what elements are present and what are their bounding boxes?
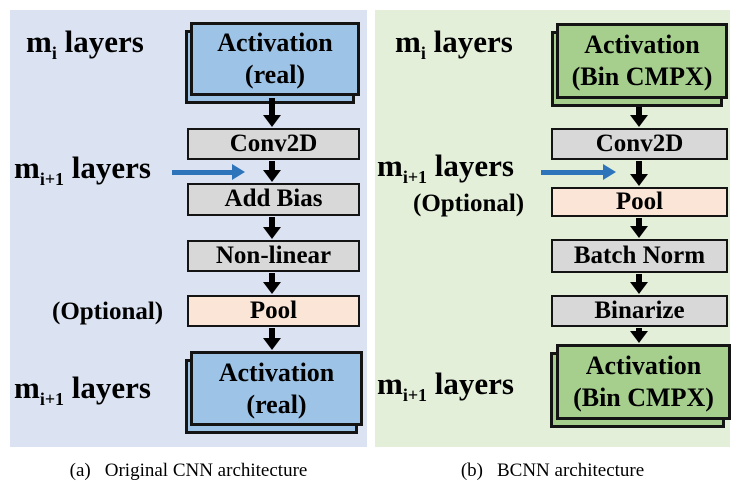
label-text: layers: [425, 24, 513, 59]
node-label: Pool: [249, 296, 298, 324]
panel-original-cnn: mi layers Activation (real) Conv2D mi+1 …: [10, 10, 367, 447]
optional-label: (Optional): [413, 190, 524, 218]
label-text: m: [377, 366, 403, 401]
binarize-node: Binarize: [551, 295, 728, 327]
label-text: (Optional): [52, 298, 164, 325]
non-linear-node: Non-linear: [187, 240, 360, 272]
label-text: (Optional): [413, 190, 525, 217]
activation-real-output-node: Activation (real): [190, 351, 363, 426]
down-arrow: [630, 107, 648, 127]
add-bias-node: Add Bias: [187, 183, 360, 216]
label-text: layers: [427, 148, 514, 183]
mi-layers-label: mi layers: [395, 24, 513, 62]
mi1-layers-label: mi+1 layers: [14, 150, 151, 188]
down-arrow: [630, 328, 648, 343]
pool-node: Pool: [187, 295, 360, 327]
node-label: (Bin CMPX): [571, 62, 713, 91]
node-label: (real): [244, 60, 306, 89]
blue-pointer-arrow: [172, 164, 245, 180]
conv2d-node: Conv2D: [187, 128, 360, 160]
caption-text: BCNN architecture: [496, 460, 645, 481]
pool-node: Pool: [551, 187, 728, 217]
panel-bcnn: mi layers Activation (Bin CMPX) Conv2D m…: [375, 10, 731, 447]
optional-label: (Optional): [52, 298, 163, 326]
subscript: i: [51, 43, 57, 64]
subscript: i+1: [402, 385, 428, 406]
node-label: (real): [246, 389, 307, 419]
mi-layers-label: mi layers: [26, 24, 144, 62]
node-label: Binarize: [594, 296, 685, 324]
down-arrow: [630, 218, 648, 238]
caption-b: (b) BCNN architecture: [375, 460, 730, 482]
mi1-layers-output-label: mi+1 layers: [377, 366, 514, 404]
label-text: layers: [64, 150, 151, 185]
activation-bin-cmpx-output-node: Activation (Bin CMPX): [556, 344, 731, 420]
activation-real-input-node: Activation (real): [190, 22, 360, 96]
label-text: m: [377, 148, 403, 183]
node-label: Activation: [217, 28, 333, 58]
node-label: Conv2D: [229, 129, 318, 157]
down-arrow: [263, 98, 281, 127]
caption-text: Original CNN architecture: [104, 460, 308, 481]
mi1-layers-output-label: mi+1 layers: [14, 370, 151, 408]
caption-tag: (b): [460, 460, 483, 481]
blue-pointer-arrow: [541, 164, 616, 180]
subscript: i+1: [402, 167, 428, 188]
subscript: i+1: [39, 169, 65, 190]
label-text: layers: [56, 24, 144, 59]
node-label: Non-linear: [215, 241, 332, 269]
caption-a: (a) Original CNN architecture: [10, 460, 367, 482]
mi1-layers-label: mi+1 layers: [377, 148, 514, 186]
caption-tag: (a): [69, 460, 91, 481]
label-text: layers: [427, 366, 514, 401]
node-label: Add Bias: [224, 185, 323, 213]
down-arrow: [630, 274, 648, 294]
down-arrow: [630, 161, 648, 186]
node-label: (Bin CMPX): [573, 383, 714, 412]
down-arrow: [263, 217, 281, 239]
label-text: m: [14, 150, 40, 185]
batch-norm-node: Batch Norm: [551, 239, 728, 273]
node-label: Activation: [584, 30, 700, 60]
subscript: i+1: [39, 389, 65, 410]
node-label: Conv2D: [595, 129, 684, 157]
label-text: m: [26, 24, 52, 59]
node-label: Activation: [218, 357, 335, 387]
down-arrow: [263, 328, 281, 350]
label-text: m: [14, 370, 40, 405]
label-text: layers: [64, 370, 151, 405]
node-label: Activation: [585, 351, 702, 381]
down-arrow: [263, 161, 281, 182]
node-label: Batch Norm: [573, 241, 706, 269]
node-label: Pool: [615, 187, 664, 215]
label-text: m: [395, 24, 421, 59]
conv2d-node: Conv2D: [551, 128, 728, 160]
subscript: i: [420, 43, 426, 64]
activation-bin-cmpx-input-node: Activation (Bin CMPX): [556, 23, 728, 99]
down-arrow: [263, 273, 281, 294]
